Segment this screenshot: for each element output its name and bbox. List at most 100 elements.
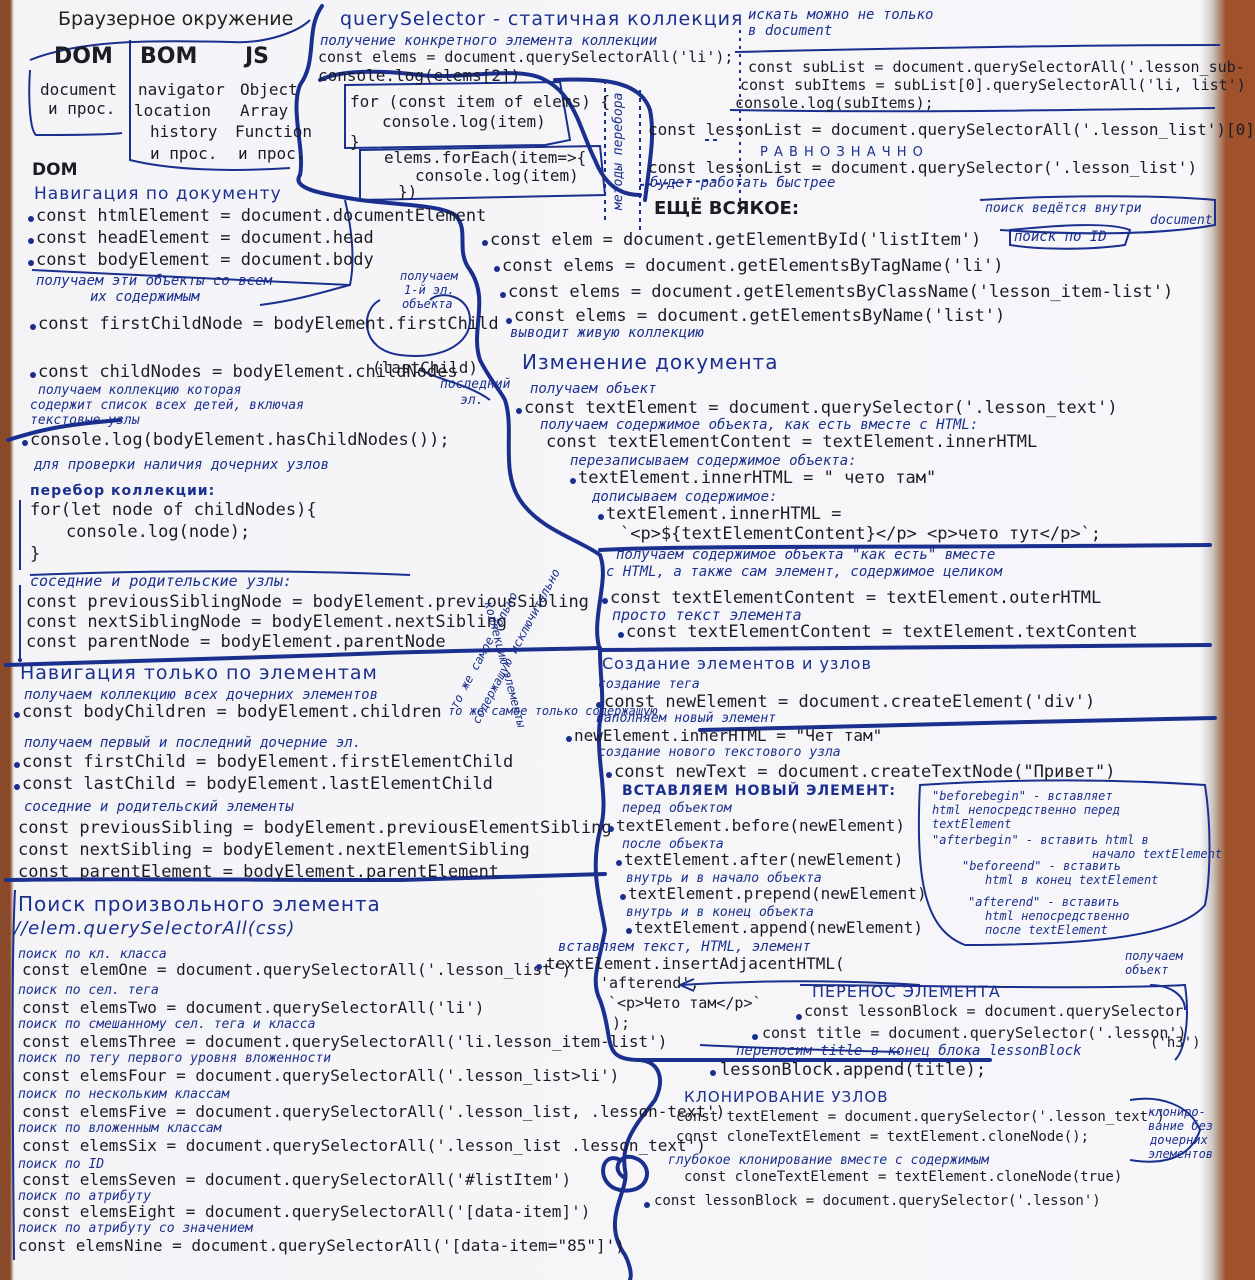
river-lines <box>4 4 1221 1280</box>
code-line: const previousSiblingNode = bodyElement.… <box>26 592 589 612</box>
code-line: const textElement = document.querySelect… <box>676 1109 1165 1125</box>
move-title: ПЕРЕНОС ЭЛЕМЕНТА <box>812 982 1001 1001</box>
code-line: const elemsThree = document.querySelecto… <box>22 1032 668 1051</box>
note: создание нового текстового узла <box>598 745 841 760</box>
bullet <box>598 514 604 520</box>
bullet <box>500 292 506 298</box>
env-title: Браузерное окружение <box>58 8 294 30</box>
bullet <box>536 964 542 970</box>
code-line: const lessonBlock = document.querySelect… <box>804 1002 1184 1020</box>
js-item: Object <box>240 80 298 99</box>
code-line: textElement.prepend(newElement) <box>628 884 927 903</box>
box-note: "beforeend" - вставить <box>962 859 1121 873</box>
code-line: const htmlElement = document.documentEle… <box>36 206 487 226</box>
note: содержит список всех детей, включая <box>30 398 304 413</box>
search-title: Поиск произвольного элемента <box>18 892 381 916</box>
note: 1-й эл. <box>404 283 455 297</box>
bom-item: location <box>134 101 212 120</box>
bullet <box>616 860 622 866</box>
note: с HTML, а также сам элемент, содержимое … <box>606 564 1003 580</box>
note: соседние и родительский элементы <box>24 799 294 815</box>
code-line: textElement.before(newElement) <box>616 816 905 835</box>
note: перезаписываем содержимое объекта: <box>570 453 857 469</box>
note: текстовые узлы <box>30 413 140 428</box>
bom-item: history <box>150 122 218 141</box>
dom-item: и прос. <box>48 99 116 118</box>
bullet <box>28 260 34 266</box>
bullet <box>516 408 522 414</box>
code-line: const elemsEight = document.querySelecto… <box>22 1202 591 1221</box>
note: получаем содержимое объекта "как есть" в… <box>616 547 996 563</box>
more-note: document <box>1150 213 1213 228</box>
search-note: поиск по нескольким классам <box>18 1087 230 1102</box>
note: получаем содержимое объекта, как есть вм… <box>540 417 979 433</box>
bullet <box>30 324 36 330</box>
bullet <box>596 702 602 708</box>
code-line: console.log(item) <box>382 112 546 131</box>
bom-item: и прос. <box>150 144 218 163</box>
code-line: } <box>350 132 360 151</box>
code-line: const newElement = document.createElemen… <box>604 692 1096 712</box>
bullet <box>482 240 488 246</box>
code-line: const headElement = document.head <box>36 228 374 248</box>
note: получаем коллекцию всех дочерних элемент… <box>24 687 379 703</box>
code-line: const elemsFour = document.querySelector… <box>22 1066 620 1085</box>
code-line: const nextSibling = bodyElement.nextElem… <box>18 840 530 860</box>
code-line: const childNodes = bodyElement.childNode… <box>38 362 458 382</box>
bullet <box>14 784 20 790</box>
bullet <box>602 598 608 604</box>
code-line: const bodyChildren = bodyElement.childre… <box>22 702 442 722</box>
code-line: const nextSiblingNode = bodyElement.next… <box>26 612 508 632</box>
dom-nav-dom: DOM <box>32 160 78 180</box>
bullet <box>644 1202 650 1208</box>
code-line: const firstChildNode = bodyElement.first… <box>38 314 499 334</box>
code-line: textElement.innerHTML = <box>606 504 842 524</box>
note: последний <box>440 377 511 392</box>
change-title: Изменение документа <box>522 350 779 374</box>
bullet <box>494 266 500 272</box>
more-note: поиск по ID <box>1014 229 1107 245</box>
clone-title: КЛОНИРОВАНИЕ УЗЛОВ <box>684 1088 889 1106</box>
code-line: const cloneTextElement = textElement.clo… <box>684 1169 1123 1185</box>
code-line: 'afterend', <box>600 974 700 992</box>
note: получаем <box>400 269 458 283</box>
code-line: const firstChild = bodyElement.firstElem… <box>22 752 514 772</box>
code-line: const bodyElement = document.body <box>36 250 374 270</box>
box-note: html в конец textElement <box>985 873 1159 887</box>
code-line: const elemsSix = document.querySelectorA… <box>22 1136 706 1155</box>
elem-nav-title: Навигация только по элементам <box>20 662 378 684</box>
query-title: querySelector - статичная коллекция <box>340 8 744 30</box>
note: получаем <box>1125 949 1183 963</box>
note: создание тега <box>598 677 700 692</box>
code-line: newElement.innerHTML = "Чет там" <box>574 726 883 745</box>
note: получаем эти объекты со всем <box>36 273 273 289</box>
code-line: const subItems = subList[0].querySelecto… <box>740 76 1246 94</box>
code-line: ); <box>612 1014 631 1032</box>
code-line: (lastChild) <box>372 358 478 377</box>
bullet <box>620 894 626 900</box>
note: вставляем текст, HTML, элемент <box>558 939 811 955</box>
code-line: const lessonList = document.querySelecto… <box>648 158 1198 177</box>
bullet <box>14 712 20 718</box>
bullet <box>566 736 572 742</box>
more-title: ЕЩЁ ВСЯКОЕ: <box>654 198 800 219</box>
bullet <box>28 238 34 244</box>
js-item: Function <box>235 122 313 141</box>
code-line: console.log(elems[2]) <box>318 66 521 85</box>
bullet <box>506 318 512 324</box>
code-line: const elemOne = document.querySelectorAl… <box>22 960 572 979</box>
note: получаем первый и последний дочерние эл. <box>24 735 362 751</box>
js-item: Array <box>240 101 289 120</box>
code-line: const previousSibling = bodyElement.prev… <box>18 818 612 838</box>
note: перед объектом <box>622 801 732 816</box>
dom-item: document <box>40 80 118 99</box>
box-note: после textElement <box>985 923 1108 937</box>
code-line: ('h3') <box>1150 1035 1201 1051</box>
bom-label: BOM <box>140 44 198 69</box>
code-line: const textElementContent = textElement.i… <box>546 432 1038 452</box>
code-line: const elemsFive = document.querySelector… <box>22 1102 726 1121</box>
bullet <box>30 372 36 378</box>
query-note: искать можно не только <box>748 7 934 23</box>
note: внутрь и в конец объекта <box>626 905 814 920</box>
note: эл. <box>460 393 484 408</box>
